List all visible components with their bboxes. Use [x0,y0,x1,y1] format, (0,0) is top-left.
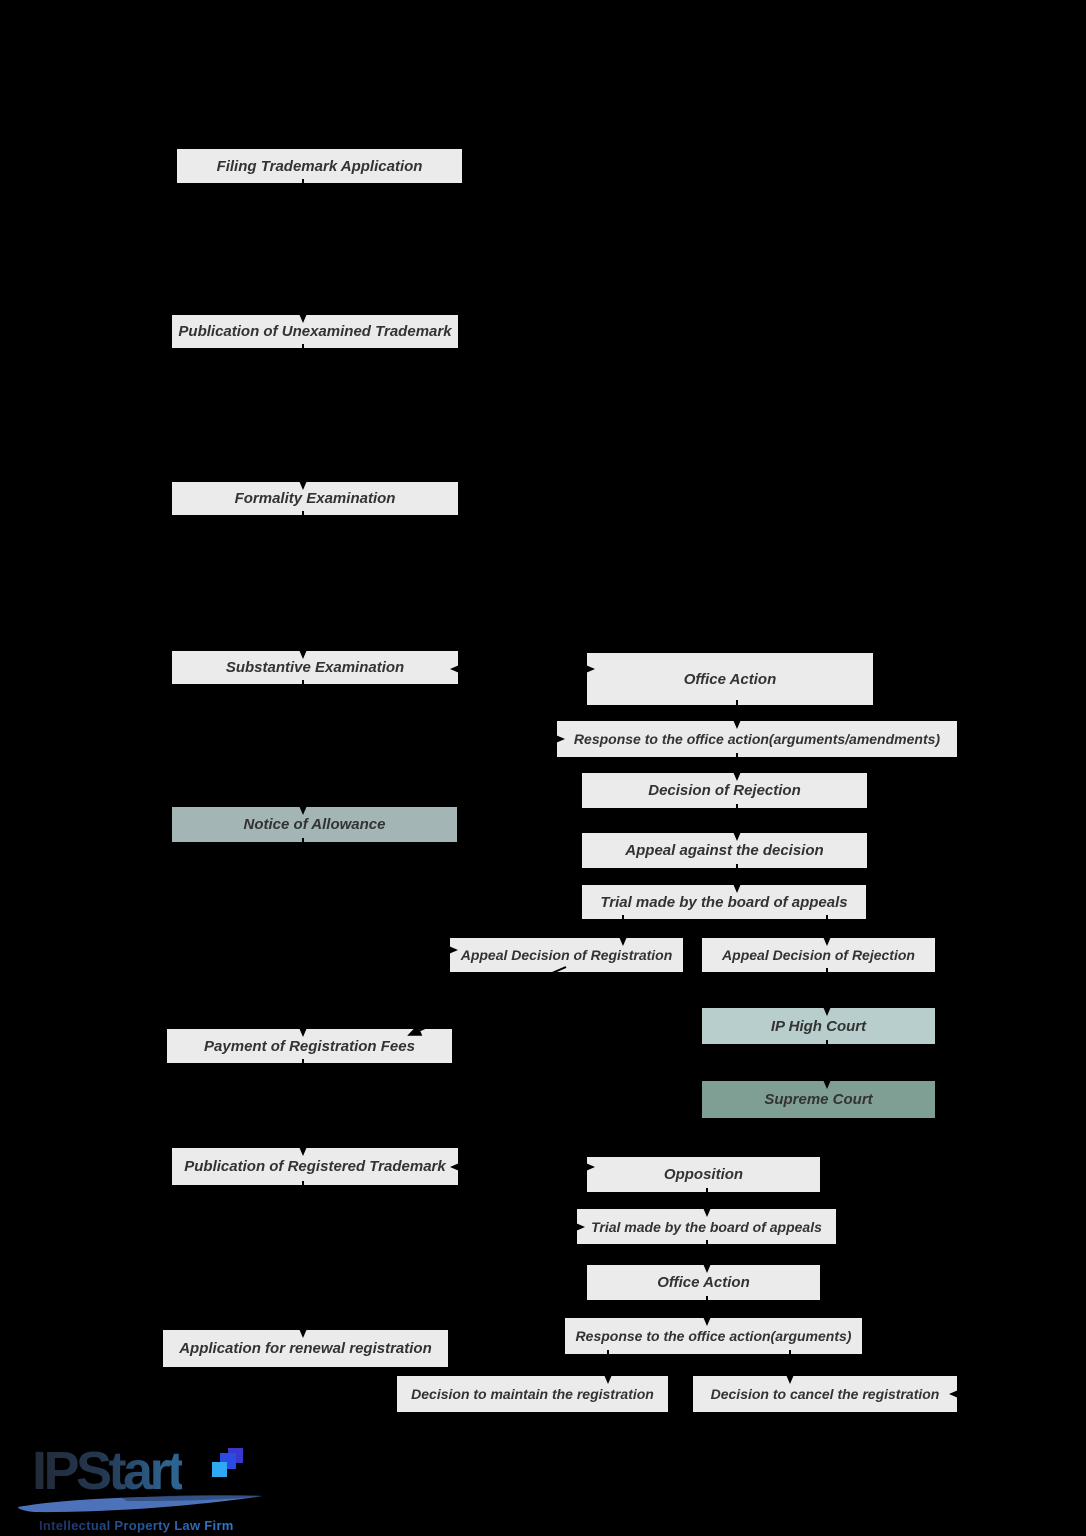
logo-square-lightblue-icon [212,1462,227,1477]
node-application-for-renewal-registration: Application for renewal registration [163,1330,448,1367]
logo-tagline: Intellectual Property Law Firm [39,1518,234,1533]
node-publication-of-registered-trademark: Publication of Registered Trademark [172,1148,458,1185]
node-publication-of-unexamined-trademark: Publication of Unexamined Trademark [172,315,458,348]
node-decision-to-maintain-registration: Decision to maintain the registration [397,1376,668,1412]
node-appeal-decision-of-registration: Appeal Decision of Registration [450,938,683,972]
node-ip-high-court: IP High Court [702,1008,935,1044]
node-decision-of-rejection: Decision of Rejection [582,773,867,808]
node-decision-to-cancel-registration: Decision to cancel the registration [693,1376,957,1412]
node-formality-examination: Formality Examination [172,482,458,515]
node-response-to-office-action-arguments: Response to the office action(arguments) [565,1318,862,1354]
logo-swoosh [18,1494,262,1513]
node-response-to-office-action-arguments-amendments: Response to the office action(arguments/… [557,721,957,757]
node-supreme-court: Supreme Court [702,1081,935,1118]
node-payment-of-registration-fees: Payment of Registration Fees [167,1029,452,1063]
node-filing-trademark-application: Filing Trademark Application [177,149,462,183]
node-office-action-2: Office Action [587,1265,820,1300]
node-appeal-decision-of-rejection: Appeal Decision of Rejection [702,938,935,972]
node-office-action-1: Office Action [587,653,873,705]
logo-wordmark: IPStart [32,1441,185,1501]
node-substantive-examination: Substantive Examination [172,651,458,684]
node-trial-board-of-appeals-1: Trial made by the board of appeals [582,885,866,919]
node-appeal-against-the-decision: Appeal against the decision [582,833,867,868]
ipstart-logo: IPStart Intellectual Property Law Firm [0,1438,300,1536]
node-notice-of-allowance: Notice of Allowance [172,807,457,842]
node-opposition: Opposition [587,1157,820,1192]
node-trial-board-of-appeals-2: Trial made by the board of appeals [577,1209,836,1244]
